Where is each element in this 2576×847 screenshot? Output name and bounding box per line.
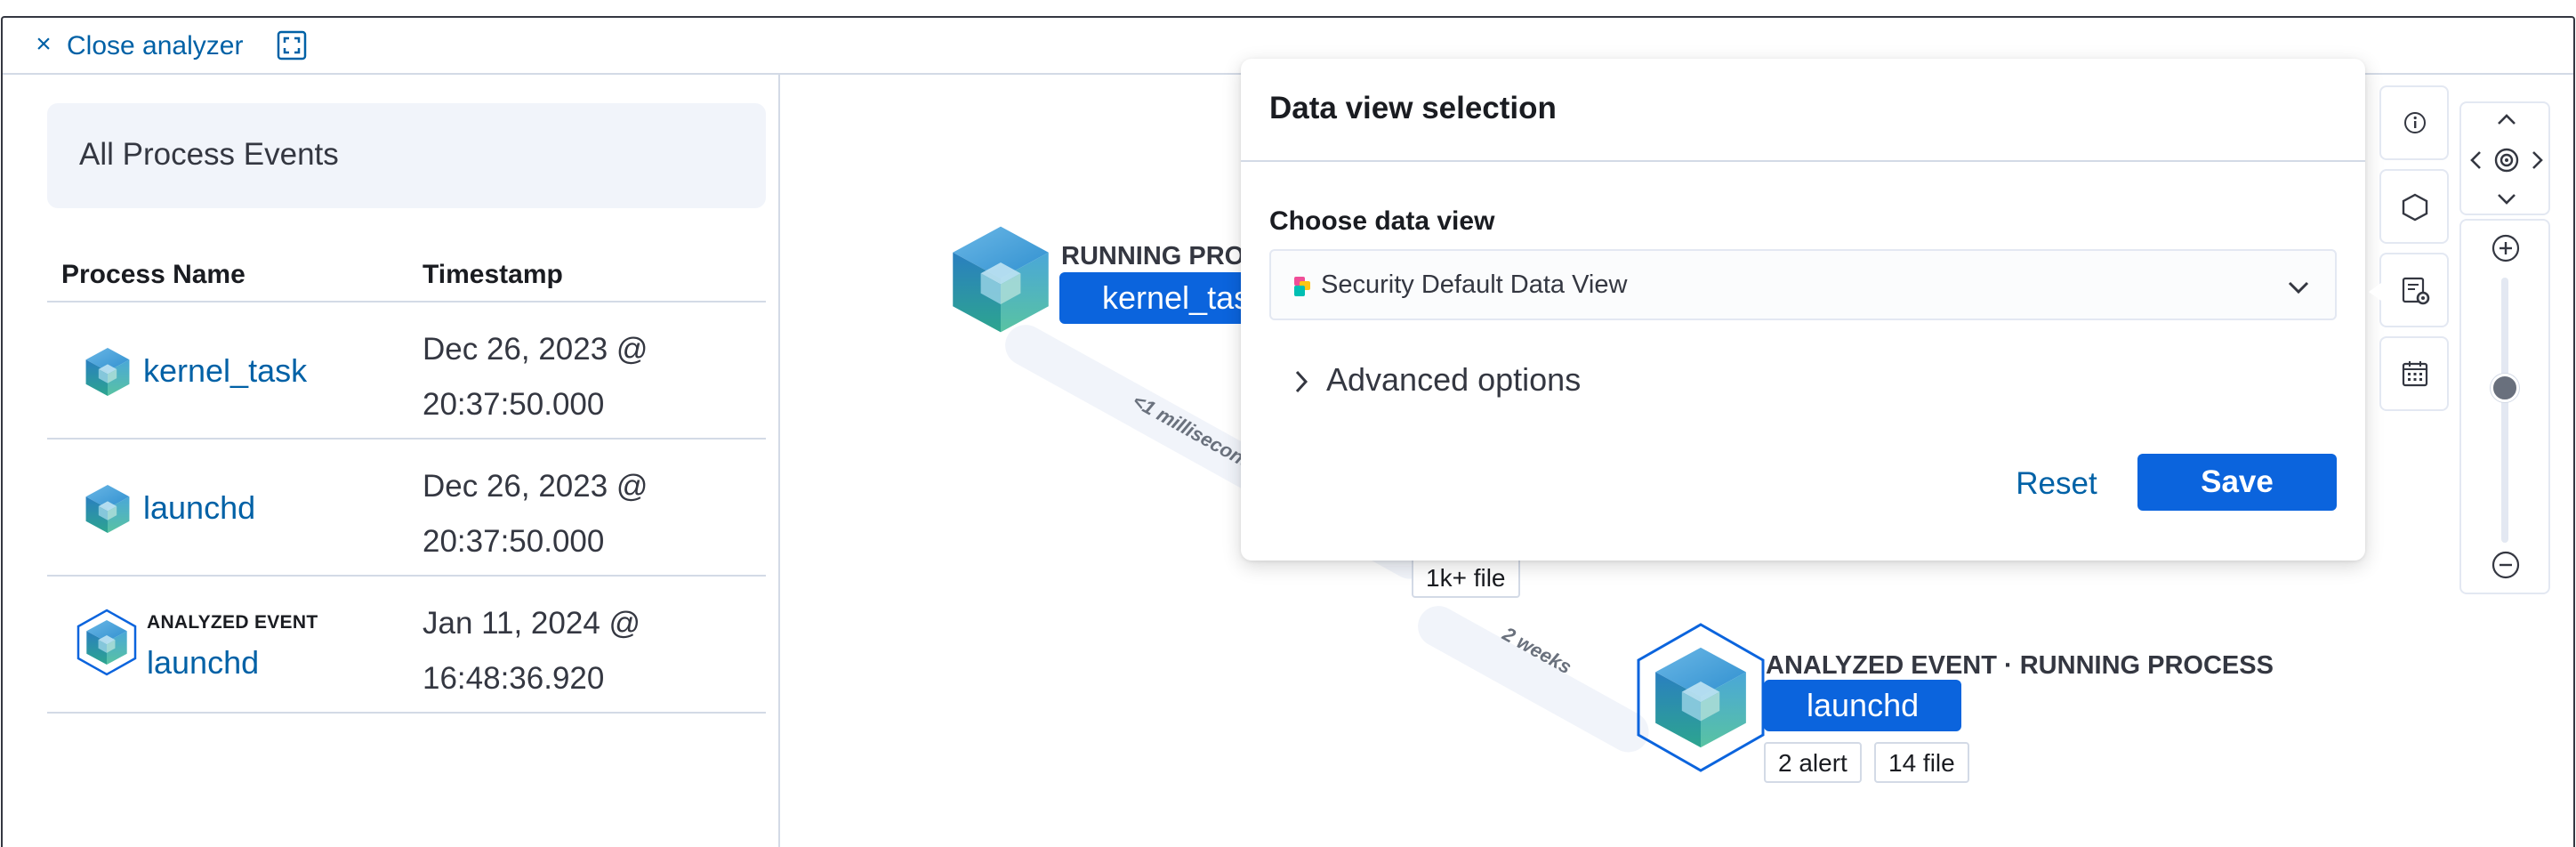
analyzed-process-node-icon[interactable] — [1634, 621, 1767, 774]
timestamp-cell: Jan 11, 2024 @ 16:48:36.920 — [423, 596, 640, 706]
panel-title-box: All Process Events — [47, 103, 766, 208]
table-row: launchd Dec 26, 2023 @ 20:37:50.000 — [47, 440, 766, 577]
document-gear-icon — [2402, 277, 2430, 305]
table-row: kernel_task Dec 26, 2023 @ 20:37:50.000 — [47, 302, 766, 440]
node-state-tag: ANALYZED EVENT · RUNNING PROCESS — [1766, 651, 2274, 680]
process-name-cell: kernel_task — [61, 302, 408, 438]
data-view-logo-icon — [1294, 277, 1310, 296]
popover-title: Data view selection — [1269, 91, 1557, 125]
pan-east-icon[interactable] — [2529, 148, 2547, 173]
column-header-timestamp: Timestamp — [423, 260, 563, 289]
date-picker-button[interactable] — [2379, 336, 2449, 411]
column-header-process-name: Process Name — [61, 260, 246, 289]
fullscreen-icon[interactable] — [277, 30, 307, 60]
process-link[interactable]: launchd — [147, 644, 260, 681]
table-row: ANALYZED EVENT launchd Jan 11, 2024 @ 16… — [47, 577, 766, 714]
advanced-options-toggle[interactable]: Advanced options — [1326, 361, 1582, 398]
node-legend-button[interactable] — [2379, 169, 2449, 244]
process-events-panel: All Process Events Process Name Timestam… — [3, 75, 780, 847]
data-view-settings-button[interactable] — [2369, 253, 2449, 327]
process-node-cube-icon[interactable] — [951, 224, 1051, 335]
timestamp-date: Dec 26, 2023 @ — [423, 469, 648, 504]
popover-header: Data view selection — [1241, 59, 2365, 162]
analyzed-event-tag: ANALYZED EVENT — [147, 612, 318, 633]
file-count-pill[interactable]: 1k+ file — [1412, 557, 1520, 598]
graph-edge — [1410, 598, 1656, 760]
process-cube-icon — [85, 484, 131, 534]
chevron-down-icon — [2288, 281, 2309, 294]
data-view-select[interactable]: Security Default Data View — [1269, 249, 2337, 320]
timestamp-date: Jan 11, 2024 @ — [423, 606, 641, 641]
process-name-cell: launchd — [61, 440, 408, 575]
center-icon[interactable] — [2491, 145, 2522, 175]
analyzed-process-cube-icon — [76, 609, 137, 676]
data-view-selection-popover: Data view selection Choose data view Sec… — [1241, 59, 2365, 561]
save-button[interactable]: Save — [2137, 454, 2337, 511]
timestamp-time: 16:48:36.920 — [423, 661, 605, 696]
pan-west-icon[interactable] — [2467, 148, 2484, 173]
timestamp-time: 20:37:50.000 — [423, 524, 605, 559]
process-cube-icon — [85, 347, 131, 397]
calendar-icon — [2402, 361, 2428, 387]
timestamp-cell: Dec 26, 2023 @ 20:37:50.000 — [423, 459, 648, 569]
process-link[interactable]: kernel_task — [143, 352, 308, 389]
table-header: Process Name Timestamp — [47, 253, 766, 302]
file-count-pill[interactable]: 14 file — [1874, 742, 1969, 783]
popover-arrow — [2369, 283, 2381, 301]
reset-button[interactable]: Reset — [1981, 456, 2132, 512]
zoom-slider-thumb[interactable] — [2491, 374, 2519, 402]
zoom-slider-track[interactable] — [2501, 278, 2508, 543]
schema-info-button[interactable] — [2379, 85, 2449, 160]
zoom-in-icon[interactable] — [2491, 233, 2521, 263]
close-analyzer-button[interactable]: Close analyzer — [67, 31, 244, 60]
info-icon — [2404, 112, 2426, 133]
resolver-frame: × Close analyzer All Process Events Proc… — [1, 16, 2575, 847]
zoom-out-icon[interactable] — [2491, 550, 2521, 580]
panel-title: All Process Events — [79, 137, 339, 172]
hexagon-icon — [2402, 193, 2428, 222]
chevron-right-icon[interactable] — [1291, 368, 1312, 395]
process-name-cell: ANALYZED EVENT launchd — [61, 577, 408, 712]
timestamp-date: Dec 26, 2023 @ — [423, 332, 648, 367]
process-events-table: Process Name Timestamp kernel_task Dec 2… — [47, 253, 766, 714]
timestamp-cell: Dec 26, 2023 @ 20:37:50.000 — [423, 322, 648, 432]
timestamp-time: 20:37:50.000 — [423, 387, 605, 422]
pan-north-icon[interactable] — [2494, 110, 2519, 128]
graph-navigation-controls — [2459, 101, 2550, 215]
alert-count-pill[interactable]: 2 alert — [1764, 742, 1862, 783]
pan-south-icon[interactable] — [2494, 190, 2519, 208]
process-link[interactable]: launchd — [143, 489, 256, 526]
selected-data-view: Security Default Data View — [1321, 270, 1628, 299]
close-icon[interactable]: × — [36, 29, 52, 59]
zoom-controls — [2459, 219, 2550, 594]
process-node-button[interactable]: launchd — [1764, 680, 1962, 731]
data-view-field-label: Choose data view — [1269, 206, 1495, 236]
